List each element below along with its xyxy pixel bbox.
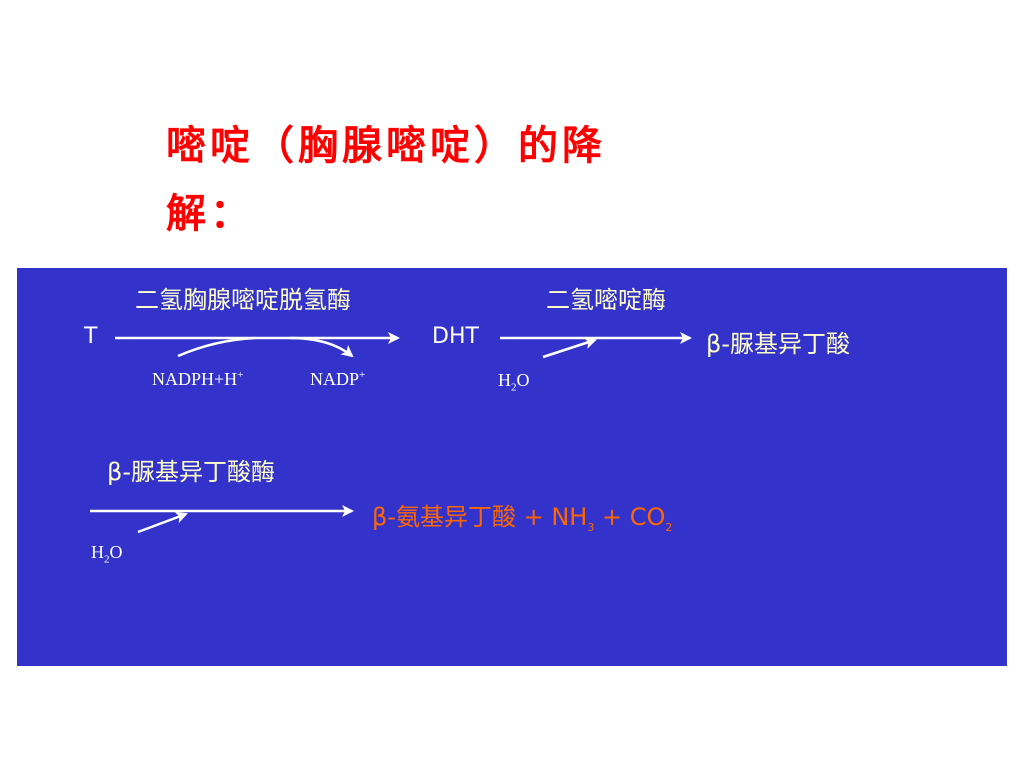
step1-cofactor-in-arrow [177, 336, 256, 358]
step3-reagent: H2O [91, 542, 123, 566]
step1-cofactor-out: NADP+ [310, 369, 366, 389]
page-title: 嘧啶（胸腺嘧啶）的降解： [166, 123, 606, 237]
step1-enzyme: 二氢胸腺嘧啶脱氢酶 [135, 286, 351, 314]
step1-substrate: T [84, 324, 98, 349]
step2-water-arrow [542, 337, 597, 359]
step1-cofactor-in: NADPH+H+ [152, 369, 244, 389]
step1-cofactor-out-arrow [289, 336, 354, 358]
step2-enzyme: 二氢嘧啶酶 [546, 286, 666, 314]
step3-enzyme: β-脲基异丁酸酶 [107, 458, 275, 486]
reaction-panel [17, 268, 1007, 666]
step3-water-arrow [137, 511, 188, 534]
step2-product: β-脲基异丁酸 [706, 330, 850, 358]
step3-products: β-氨基异丁酸 + NH3 + CO2 [372, 503, 673, 534]
step2-reagent: H2O [498, 370, 530, 394]
step1-product: DHT [432, 324, 479, 349]
